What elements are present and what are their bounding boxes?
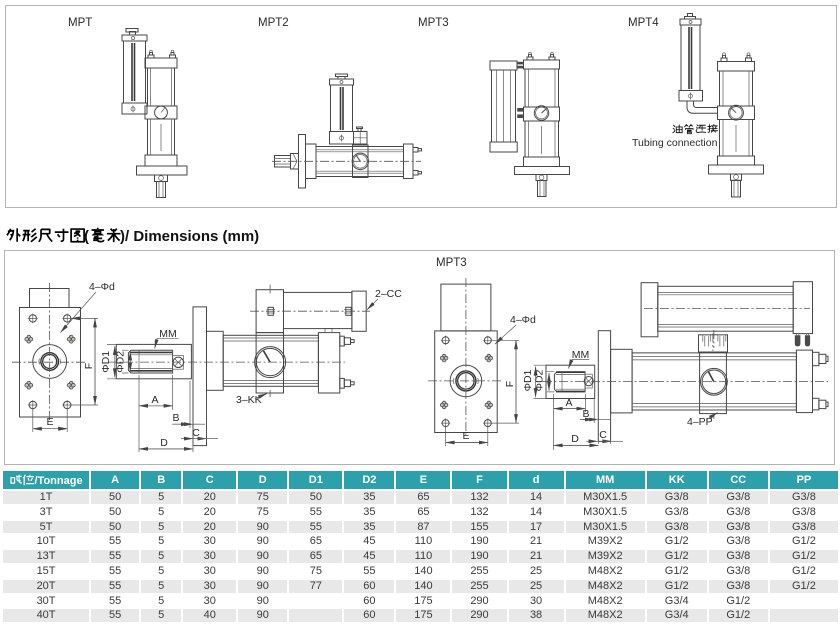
svg-text:MPT4: MPT4	[628, 17, 659, 29]
svg-text:ΦD1: ΦD1	[522, 369, 534, 391]
svg-text:C: C	[599, 429, 607, 441]
svg-text:Tubing connection: Tubing connection	[632, 137, 718, 149]
svg-text:3–KK: 3–KK	[236, 394, 262, 406]
svg-text:(: (	[84, 228, 89, 245]
svg-text:E: E	[462, 430, 469, 442]
svg-text:ΦD1: ΦD1	[100, 351, 112, 373]
svg-text:4–Φd: 4–Φd	[89, 281, 115, 293]
svg-text:2–CC: 2–CC	[375, 288, 402, 300]
svg-text:MPT: MPT	[68, 17, 92, 29]
svg-text:F: F	[504, 381, 516, 387]
svg-text:B: B	[582, 408, 589, 420]
svg-text:MPT3: MPT3	[418, 17, 449, 29]
svg-text:D: D	[160, 437, 168, 449]
svg-text:MPT3: MPT3	[436, 257, 467, 269]
svg-text:C: C	[192, 427, 200, 439]
svg-text:)/ Dimensions (mm): )/ Dimensions (mm)	[120, 228, 259, 245]
svg-text:D: D	[571, 433, 579, 445]
svg-text:4–Φd: 4–Φd	[510, 314, 536, 326]
svg-text:MM: MM	[159, 328, 177, 340]
svg-text:E: E	[46, 416, 53, 428]
svg-text:A: A	[565, 397, 572, 409]
svg-text:4–PP: 4–PP	[687, 416, 713, 428]
svg-text:F: F	[83, 363, 95, 369]
svg-text:MPT2: MPT2	[258, 17, 289, 29]
svg-text:ΦD2: ΦD2	[534, 369, 546, 391]
svg-text:MM: MM	[572, 349, 590, 361]
svg-text:B: B	[172, 412, 179, 424]
svg-text:A: A	[151, 394, 158, 406]
